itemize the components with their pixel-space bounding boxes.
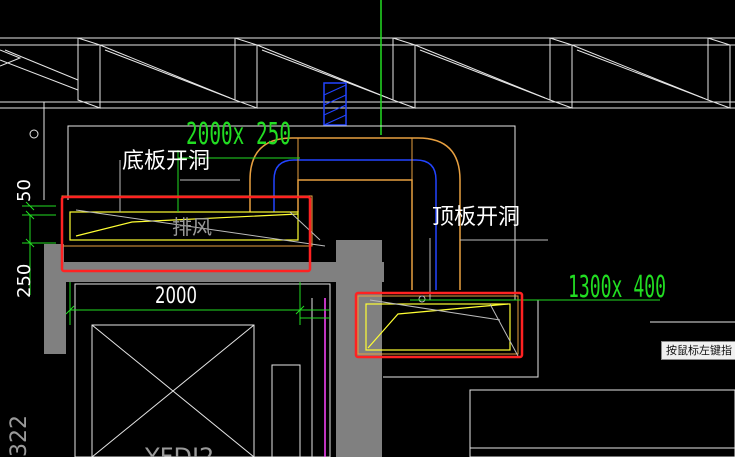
dimension-lines (22, 150, 660, 325)
inner-room (68, 282, 336, 457)
roof-opening-label: 顶板开洞 (432, 205, 520, 230)
column-marker (29, 129, 39, 139)
dimension-2000: 2000 (155, 284, 197, 309)
dimension-322: 322 (7, 415, 32, 457)
right-fan-unit (365, 238, 548, 357)
status-tooltip: 按鼠标左键指 (661, 341, 735, 360)
right-frame (469, 389, 735, 457)
dimension-250: 250 (14, 264, 35, 298)
highlight-floor-opening[interactable] (60, 195, 312, 273)
left-fan-unit (69, 160, 326, 247)
dimension-50: 50 (14, 179, 35, 202)
roof-truss (0, 37, 735, 109)
highlight-roof-opening[interactable] (354, 291, 524, 359)
duct-size-top-label: 2000x 250 (186, 117, 291, 152)
door-frame (74, 283, 331, 457)
riser-hatch (323, 82, 347, 126)
exhaust-label: 排风 (172, 215, 212, 239)
equipment-tag: YFDJ2 (144, 443, 214, 457)
floor-opening-label: 底板开洞 (122, 149, 210, 174)
duct-size-right-label: 1300x 400 (568, 270, 666, 305)
